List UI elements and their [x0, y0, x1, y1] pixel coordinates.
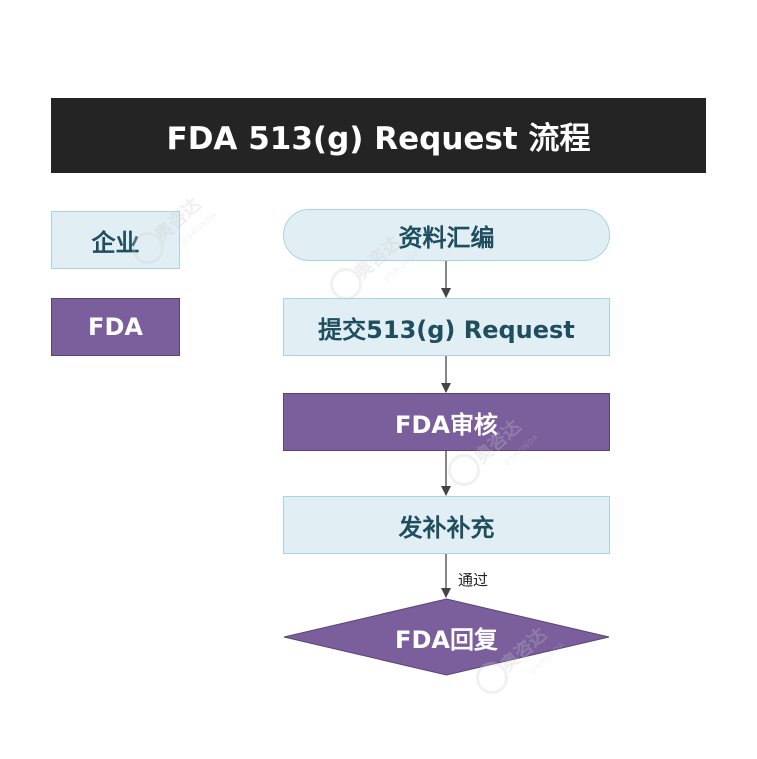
step-fda-reply: FDA回复	[283, 598, 610, 676]
step-supplement: 发补补充	[283, 496, 610, 554]
step-compile-documents: 资料汇编	[283, 209, 610, 261]
legend-fda: FDA	[51, 298, 180, 356]
watermark-logo-icon	[330, 268, 362, 300]
watermark-logo-icon	[448, 454, 480, 486]
page-title: FDA 513(g) Request 流程	[51, 98, 706, 173]
edge-label-pass: 通过	[458, 571, 489, 589]
step-submit-request: 提交513(g) Request	[283, 298, 610, 356]
watermark-logo-icon	[476, 662, 508, 694]
step-fda-review: FDA审核	[283, 393, 610, 451]
watermark-logo-icon	[132, 232, 164, 264]
decision-diamond	[283, 598, 610, 676]
step-fda-reply-label: FDA回复	[395, 625, 498, 654]
